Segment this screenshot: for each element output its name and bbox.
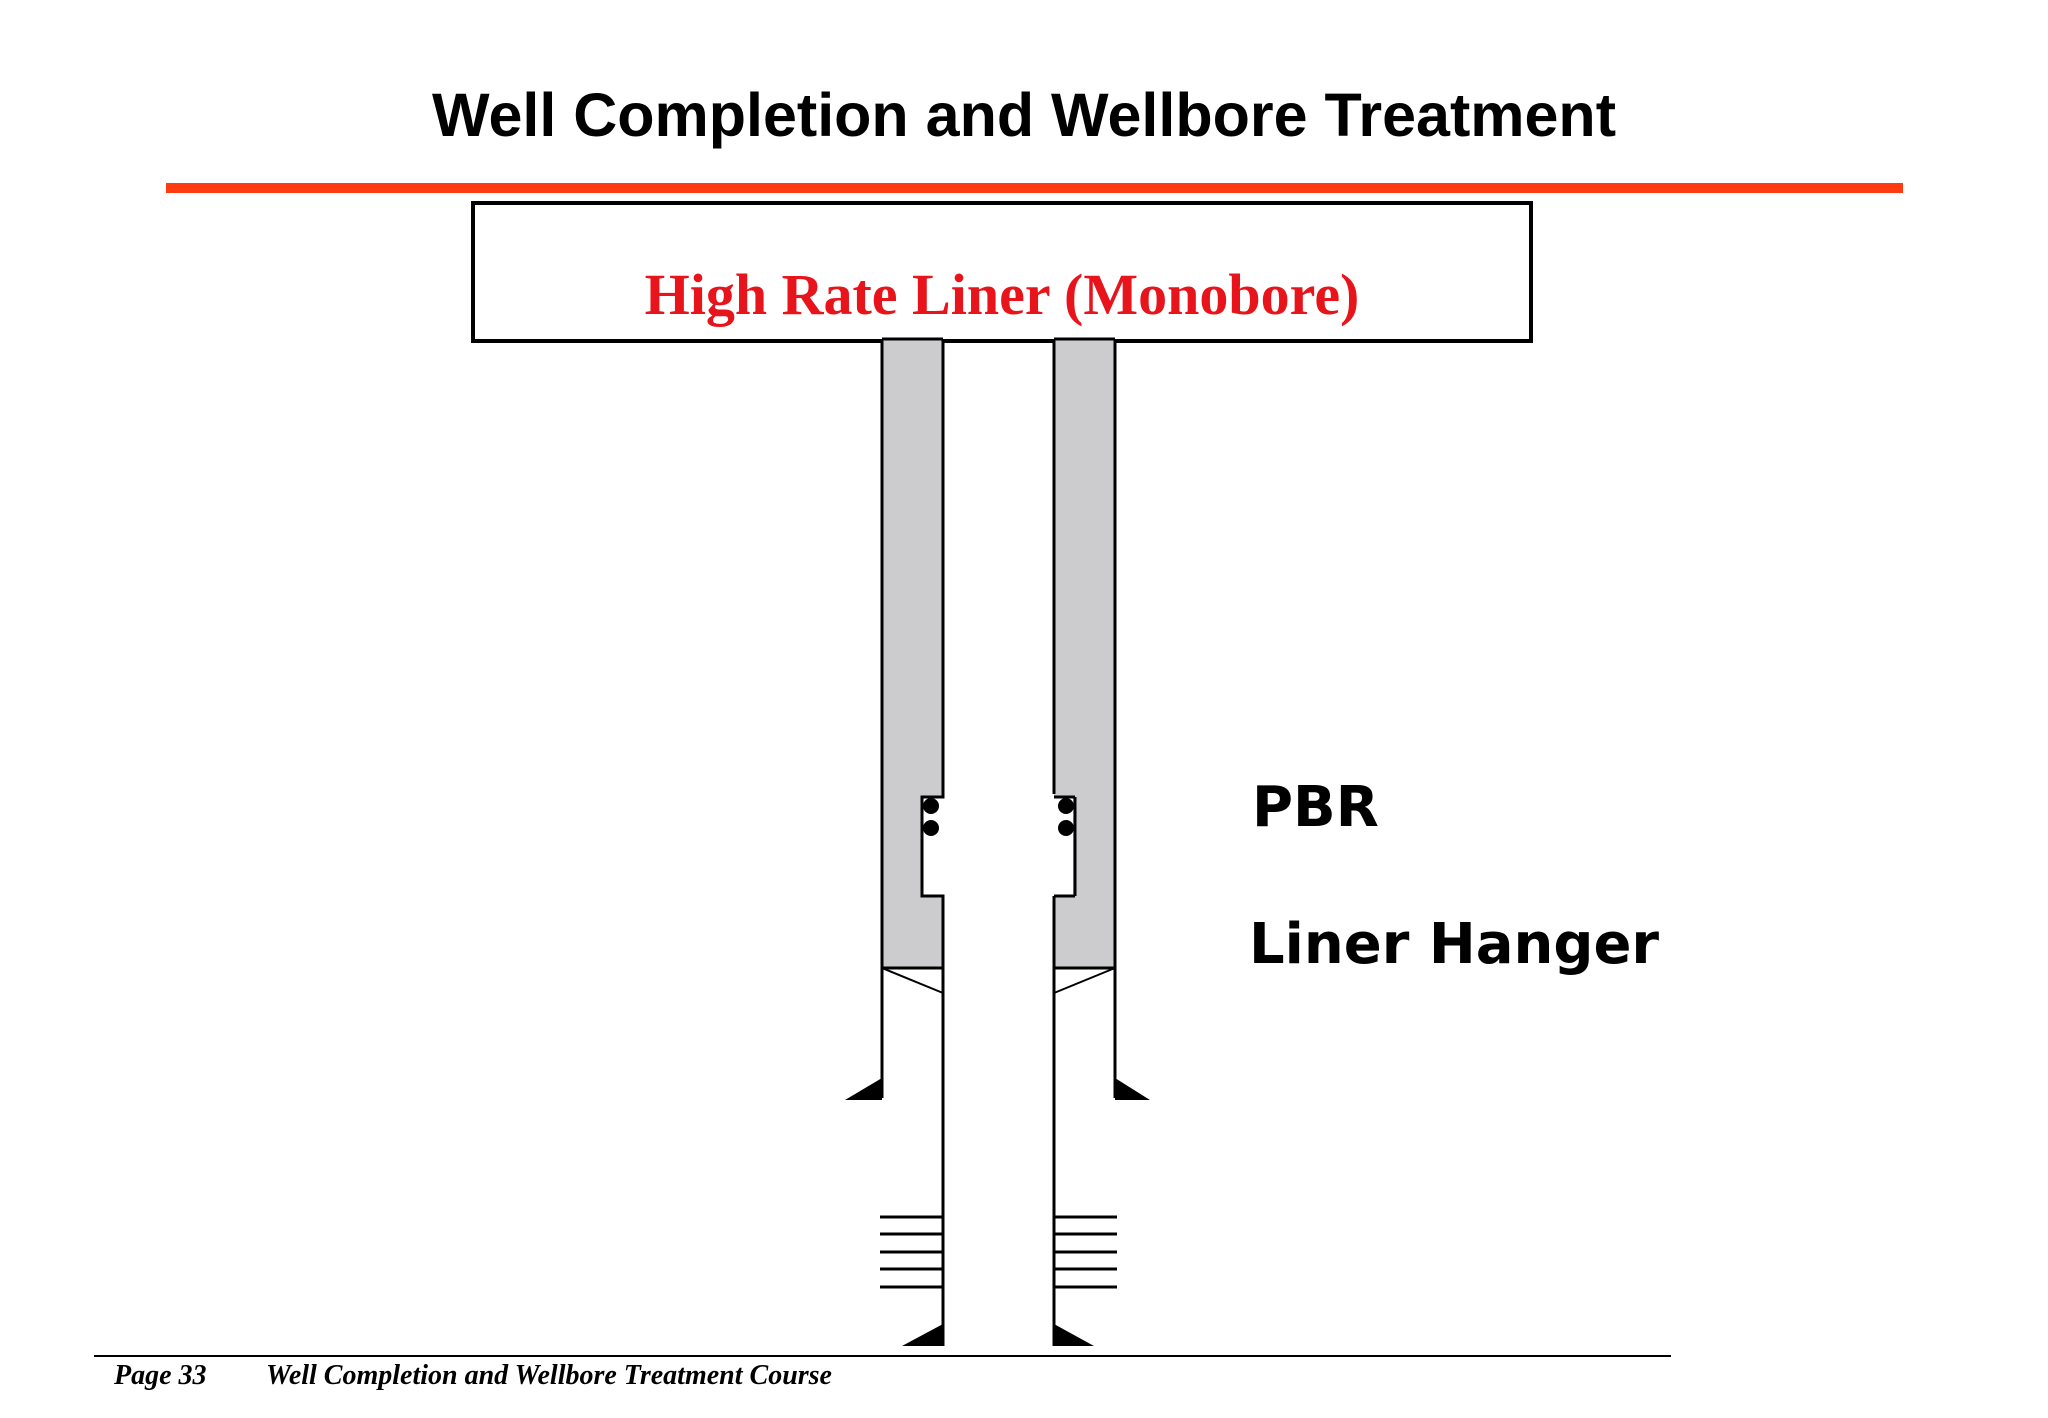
casing-shoe-right xyxy=(1115,1078,1150,1100)
seal-ring xyxy=(1058,798,1074,814)
title-box xyxy=(471,201,1533,343)
perforations-left xyxy=(880,1215,943,1289)
liner-shoe-right xyxy=(1054,1324,1094,1346)
liner-hanger xyxy=(881,966,1116,994)
title-rule xyxy=(166,183,1903,193)
pbr-seal-left xyxy=(920,794,945,968)
box-title: High Rate Liner (Monobore) xyxy=(645,262,1360,327)
footer-rule xyxy=(94,1355,1671,1357)
pbr-seal-right xyxy=(1052,795,1077,968)
seal-ring xyxy=(923,798,939,814)
slide-title: Well Completion and Wellbore Treatment xyxy=(431,81,1617,149)
casing-shoe-left xyxy=(845,1078,882,1100)
outer-casing-lower xyxy=(880,968,1117,1098)
footer-page-number: Page 33 xyxy=(114,1360,207,1391)
footer-course-title: Well Completion and Wellbore Treatment C… xyxy=(266,1360,832,1391)
inner-liner xyxy=(941,968,1056,1346)
left-casing xyxy=(880,337,945,968)
liner-shoe-left xyxy=(902,1324,943,1346)
pbr-label: PBR xyxy=(1252,775,1379,840)
liner-hanger-label: Liner Hanger xyxy=(1249,912,1659,977)
seal-ring xyxy=(1058,820,1074,836)
perforations-right xyxy=(1054,1215,1117,1289)
seal-ring xyxy=(923,820,939,836)
